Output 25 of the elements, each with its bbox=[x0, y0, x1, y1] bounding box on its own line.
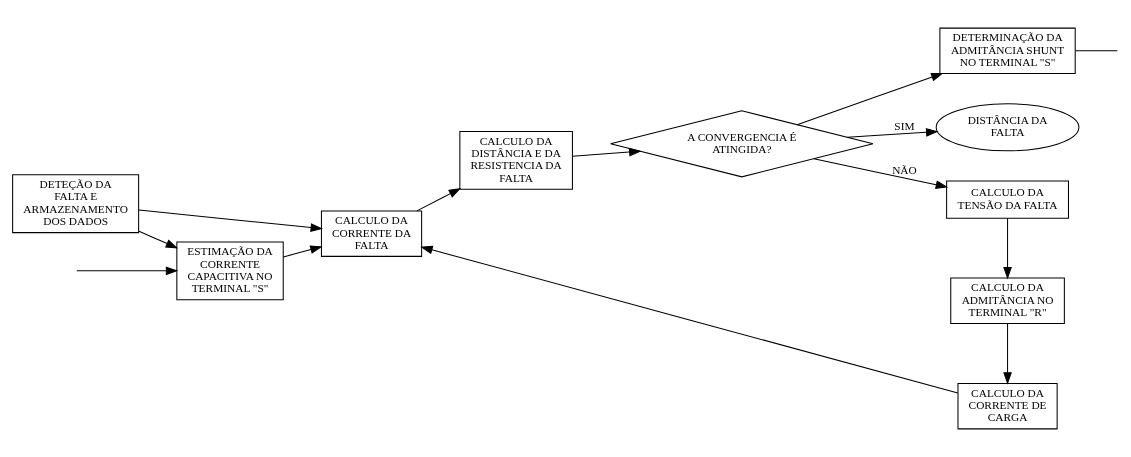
node-box: CALCULO DA DISTÂNCIA E DA RESISTENCIA DA FALTA bbox=[459, 130, 573, 190]
node-box: ESTIMAÇÃO DA CORRENTE CAPACITIVA NO TERMINAL "S" bbox=[176, 241, 284, 301]
arrow bbox=[138, 209, 323, 232]
arrow bbox=[420, 245, 959, 394]
edge-label: SIM bbox=[894, 120, 915, 133]
arrow bbox=[846, 128, 939, 138]
arrow bbox=[571, 147, 642, 157]
arrow bbox=[1003, 217, 1012, 280]
arrow bbox=[1003, 323, 1012, 385]
arrow bbox=[813, 158, 949, 189]
node-box: CALCULO DA TENSÃO DA FALTA bbox=[946, 180, 1069, 219]
arrow bbox=[138, 230, 179, 249]
node-box: CALCULO DA CORRENTE DA FALTA bbox=[320, 210, 423, 257]
arrow bbox=[416, 188, 462, 212]
node-box: CALCULO DA CORRENTE DE CARGA bbox=[957, 382, 1058, 430]
arrow bbox=[76, 266, 179, 276]
connector bbox=[1074, 50, 1118, 52]
node-box: CALCULO DA ADMITÂNCIA NO TERMINAL "R" bbox=[950, 277, 1065, 325]
node-diamond: A CONVERGENCIA É ATINGIDA? bbox=[610, 110, 874, 178]
node-ellipse: DISTÂNCIA DA FALTA bbox=[935, 103, 1080, 152]
edge-label: NÃO bbox=[892, 163, 917, 176]
node-box: DETEÇÃO DA FALTA E ARMAZENAMENTO DOS DADOS bbox=[12, 174, 140, 234]
node-box: DETERMINAÇÃO DA ADMITÂNCIA SHUNT NO TERMINAL "S" bbox=[939, 27, 1076, 75]
arrow bbox=[796, 73, 944, 126]
arrow bbox=[282, 245, 323, 258]
